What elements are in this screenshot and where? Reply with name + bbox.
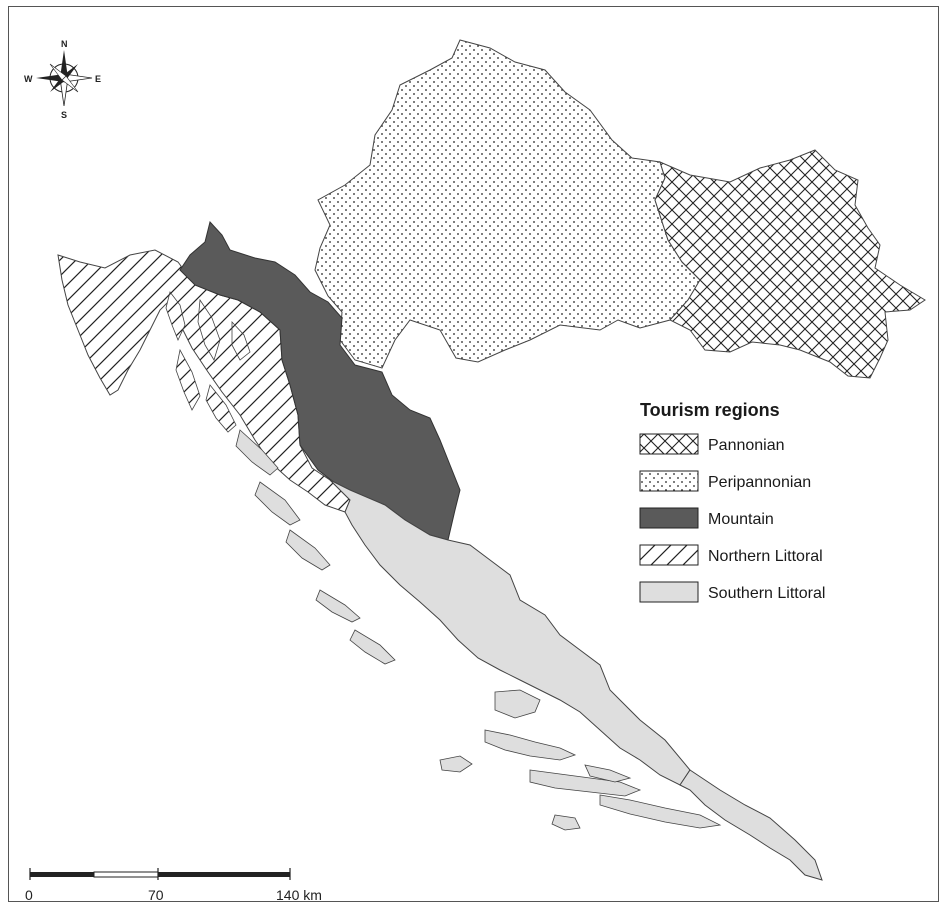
- scale-label-70: 70: [148, 887, 164, 903]
- legend-label-pannonian: Pannonian: [708, 437, 785, 454]
- legend-label-mountain: Mountain: [708, 511, 774, 528]
- legend-swatch-peripannonian: [639, 470, 699, 492]
- region-peripannonian: [314, 39, 701, 369]
- region-southern-littoral: [329, 479, 691, 786]
- scale-label-140: 140 km: [276, 887, 322, 903]
- region-pannonian: [654, 149, 926, 379]
- legend-label-southern-littoral: Southern Littoral: [708, 585, 825, 602]
- islands: [165, 291, 722, 831]
- legend: Tourism regions Pannonian Peripannonian …: [639, 400, 825, 603]
- legend-title: Tourism regions: [640, 400, 780, 420]
- scale-bar: 0 70 140 km: [25, 868, 322, 903]
- compass-rose: N S E W: [24, 39, 101, 120]
- legend-swatch-northern-littoral: [639, 544, 699, 566]
- legend-label-northern-littoral: Northern Littoral: [708, 548, 823, 565]
- compass-east-label: E: [95, 74, 101, 84]
- legend-swatch-pannonian: [639, 433, 699, 455]
- legend-label-peripannonian: Peripannonian: [708, 474, 811, 491]
- compass-west-label: W: [24, 74, 33, 84]
- compass-north-label: N: [61, 39, 68, 49]
- scale-label-0: 0: [25, 887, 33, 903]
- legend-swatch-southern-littoral: [639, 581, 699, 603]
- compass-south-label: S: [61, 110, 67, 120]
- region-southern-littoral-tip: [679, 769, 823, 881]
- map-frame: [8, 6, 939, 902]
- legend-swatch-mountain: [639, 507, 699, 529]
